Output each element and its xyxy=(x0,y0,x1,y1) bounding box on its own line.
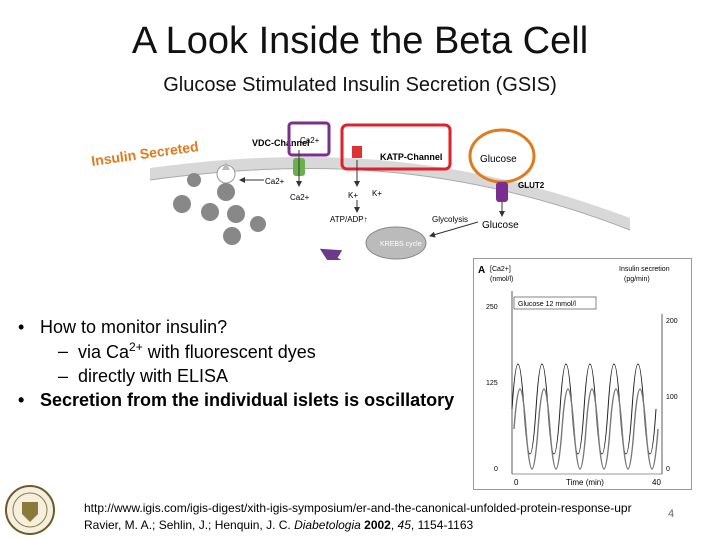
glut2-channel xyxy=(496,182,508,202)
svg-text:KREBS cycle: KREBS cycle xyxy=(380,241,422,248)
svg-text:(nmol/l): (nmol/l) xyxy=(490,276,513,283)
svg-text:Time (min): Time (min) xyxy=(566,478,604,487)
beta-cell-diagram: Insulin Secreted VDC-Channel Ca2+ Ca2+ C… xyxy=(90,121,631,260)
svg-text:[Ca2+]: [Ca2+] xyxy=(490,266,511,273)
svg-text:Glucose 12 mmol/l: Glucose 12 mmol/l xyxy=(518,301,576,308)
svg-text:ATP/ADP↑: ATP/ADP↑ xyxy=(330,215,368,224)
krebs-cycle xyxy=(365,226,427,260)
svg-text:200: 200 xyxy=(666,318,678,325)
svg-text:Ca2+: Ca2+ xyxy=(300,136,320,145)
svg-text:(pg/min): (pg/min) xyxy=(624,276,650,283)
insulin-granules xyxy=(173,173,266,245)
svg-text:0: 0 xyxy=(494,466,498,473)
cell-membrane xyxy=(150,156,630,230)
svg-text:100: 100 xyxy=(666,394,678,401)
insulin-trace xyxy=(513,388,659,470)
katp-box xyxy=(340,123,452,171)
svg-text:0: 0 xyxy=(514,478,519,487)
sub-bullet-item: –via Ca2+ with fluorescent dyes xyxy=(58,339,316,362)
sub-bullet-item: –directly with ELISA xyxy=(58,365,229,386)
glucose-top-label: Glucose xyxy=(480,154,517,165)
katp-channel-label: KATP-Channel xyxy=(380,152,442,162)
oscillation-figure: A [Ca2+] (nmol/l) Insulin secretion (pg/… xyxy=(473,258,692,490)
bullet-list: •How to monitor insulin? –via Ca2+ with … xyxy=(18,316,468,413)
reference-block: http://www.igis.com/igis-digest/xith-igi… xyxy=(84,500,720,535)
svg-text:K+: K+ xyxy=(348,191,358,200)
reference-url[interactable]: http://www.igis.com/igis-digest/xith-igi… xyxy=(84,501,632,515)
svg-text:Glycolysis: Glycolysis xyxy=(432,215,468,224)
svg-text:Ca2+: Ca2+ xyxy=(290,193,310,202)
reference-citation: Ravier, M. A.; Sehlin, J.; Henquin, J. C… xyxy=(84,518,474,533)
svg-text:Ca2+: Ca2+ xyxy=(265,177,285,186)
svg-text:125: 125 xyxy=(486,380,498,387)
slide-title: A Look Inside the Beta Cell xyxy=(131,20,589,62)
svg-text:0: 0 xyxy=(666,466,670,473)
calcium-trace xyxy=(511,363,657,455)
bullet-item: •Secretion from the individual islets is… xyxy=(18,389,455,410)
svg-text:250: 250 xyxy=(486,304,498,311)
vdc-box xyxy=(287,121,331,157)
svg-text:40: 40 xyxy=(652,478,661,487)
bullet-item: •How to monitor insulin? xyxy=(18,317,228,337)
svg-text:K+: K+ xyxy=(372,189,382,198)
svg-text:GLUT2: GLUT2 xyxy=(518,181,545,190)
page-number: 4 xyxy=(668,508,675,520)
svg-text:Insulin secretion: Insulin secretion xyxy=(619,266,670,273)
glucose-inside-label: Glucose xyxy=(482,220,519,231)
university-seal-icon xyxy=(5,485,55,535)
vdc-channel-label: VDC-Channel xyxy=(252,138,310,148)
svg-text:A: A xyxy=(478,265,485,276)
slide-subtitle: Glucose Stimulated Insulin Secretion (GS… xyxy=(163,74,557,96)
